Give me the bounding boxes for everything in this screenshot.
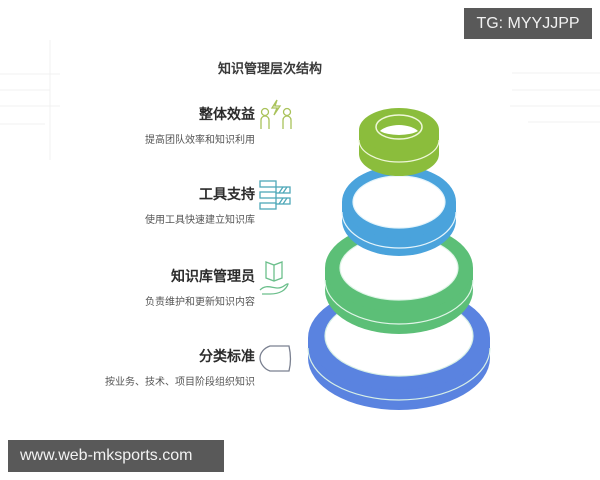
level-heading: 工具支持 bbox=[199, 187, 255, 203]
ring-tool-support bbox=[341, 166, 457, 256]
watermark-telegram: TG: MYYJJPP bbox=[464, 8, 592, 39]
level-classification: 分类标准 按业务、技术、项目阶段组织知识 bbox=[105, 348, 255, 390]
level-kb-admin: 知识库管理员 负责维护和更新知识内容 bbox=[145, 268, 255, 310]
stacked-bars-icon bbox=[259, 180, 291, 210]
watermark-website: www.web-mksports.com bbox=[8, 440, 224, 472]
level-heading: 整体效益 bbox=[199, 107, 255, 123]
level-description: 负责维护和更新知识内容 bbox=[145, 297, 255, 308]
level-description: 使用工具快速建立知识库 bbox=[145, 215, 255, 226]
diagram-title: 知识管理层次结构 bbox=[217, 62, 322, 77]
level-heading: 分类标准 bbox=[199, 349, 255, 365]
level-tool-support: 工具支持 使用工具快速建立知识库 bbox=[145, 186, 255, 228]
tag-shape-icon bbox=[259, 345, 292, 372]
book-hand-icon bbox=[259, 261, 289, 295]
level-overall-benefit: 整体效益 提高团队效率和知识利用 bbox=[145, 106, 255, 148]
level-description: 按业务、技术、项目阶段组织知识 bbox=[105, 377, 255, 388]
ring-overall-benefit bbox=[358, 108, 440, 176]
level-heading: 知识库管理员 bbox=[171, 269, 255, 285]
people-exchange-icon bbox=[260, 99, 292, 129]
level-description: 提高团队效率和知识利用 bbox=[145, 135, 255, 146]
